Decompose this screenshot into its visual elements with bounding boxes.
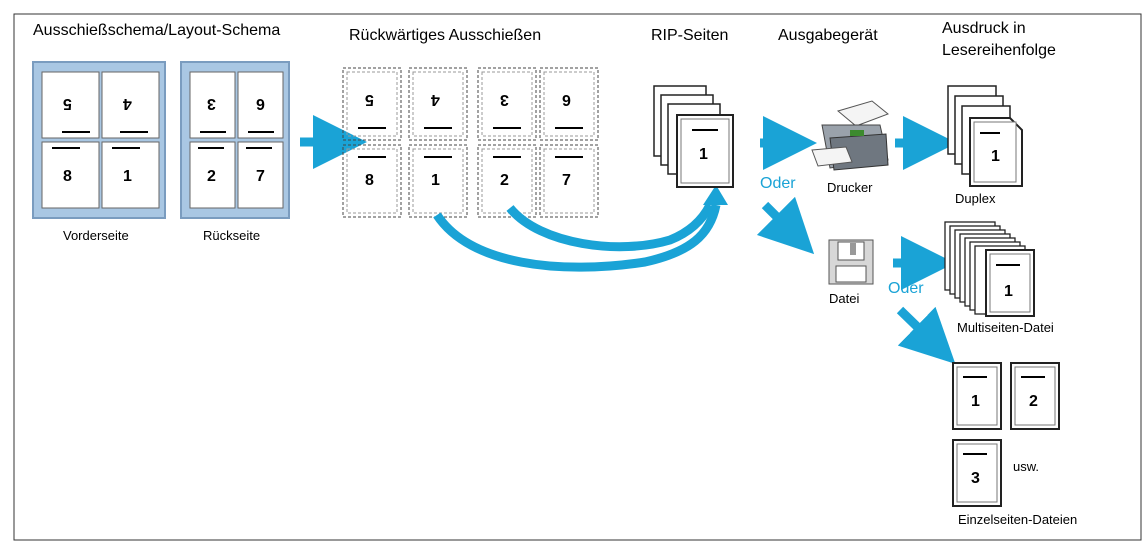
rip-page-number: 1	[699, 146, 708, 163]
or-label-1: Oder	[760, 175, 796, 192]
front-page-top-right: 4	[123, 95, 132, 112]
single-page-2-number: 2	[1029, 393, 1038, 410]
rip-pages-title: RIP-Seiten	[651, 27, 729, 44]
reverse-pages-group	[342, 67, 599, 218]
reverse-page-top-4: 6	[562, 91, 571, 108]
reverse-page-top-2: 4	[431, 91, 440, 108]
printout-title-line1: Ausdruck in	[942, 20, 1026, 37]
reverse-page-bottom-1: 8	[365, 172, 374, 189]
back-page-top-right: 6	[256, 95, 265, 112]
duplex-output	[947, 85, 1023, 187]
output-device-title: Ausgabegerät	[778, 27, 878, 44]
reverse-page-top-1: 5	[365, 91, 374, 108]
printout-title-line2: Lesereihenfolge	[942, 42, 1056, 59]
reverse-page-bottom-4: 7	[562, 172, 571, 189]
printer-icon	[811, 100, 889, 171]
flow-arrow-singlepage	[896, 306, 956, 364]
single-page-3-number: 3	[971, 470, 980, 487]
reorder-arrow-2	[506, 202, 715, 252]
front-page-top-left: 5	[63, 95, 72, 112]
reverse-imposition-title: Rückwärtiges Ausschießen	[349, 27, 542, 44]
flow-arrow-file	[756, 196, 815, 255]
floppy-disk-icon	[828, 239, 874, 285]
reverse-page-top-3: 3	[500, 91, 509, 108]
file-label: Datei	[829, 291, 860, 306]
duplex-label: Duplex	[955, 191, 996, 206]
back-page-top-left: 3	[207, 95, 216, 112]
duplex-page-number: 1	[991, 148, 1000, 165]
front-side-label: Vorderseite	[63, 228, 129, 243]
front-sheet	[32, 61, 166, 219]
or-label-2: Oder	[888, 280, 924, 297]
reverse-page-bottom-3: 2	[500, 172, 509, 189]
multipage-label: Multiseiten-Datei	[957, 320, 1054, 335]
front-page-bottom-left: 8	[63, 168, 72, 185]
etc-label: usw.	[1013, 459, 1040, 474]
reverse-page-bottom-2: 1	[431, 172, 440, 189]
back-side-label: Rückseite	[203, 228, 261, 243]
back-page-bottom-left: 2	[207, 168, 216, 185]
printer-label: Drucker	[827, 180, 873, 195]
diagram-border	[13, 13, 1142, 541]
single-pages-label: Einzelseiten-Dateien	[958, 512, 1078, 527]
multipage-output	[944, 221, 1035, 317]
multipage-page-number: 1	[1004, 283, 1013, 300]
back-sheet	[180, 61, 290, 219]
layout-scheme-title: Ausschießschema/Layout-Schema	[33, 22, 281, 39]
reorder-arrow-head	[703, 185, 728, 205]
rip-pages-stack	[653, 85, 734, 188]
front-page-bottom-right: 1	[123, 168, 132, 185]
single-page-1-number: 1	[971, 393, 980, 410]
single-page-files	[952, 362, 1060, 507]
back-page-bottom-right: 7	[256, 168, 265, 185]
reorder-arrow-1	[433, 203, 721, 272]
